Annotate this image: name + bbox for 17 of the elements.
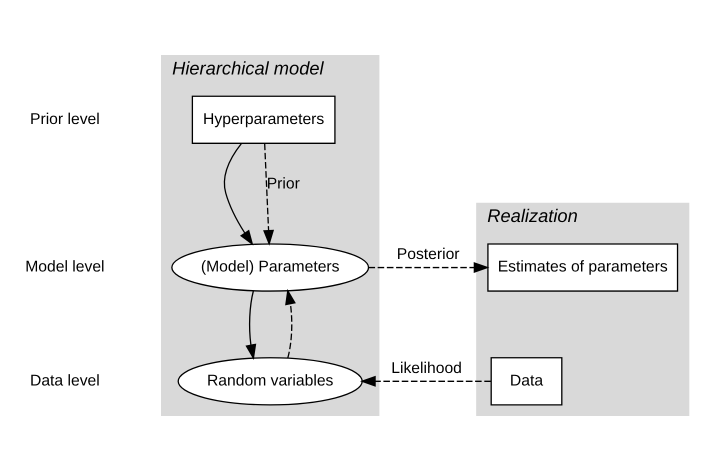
- arrow: [245, 290, 256, 360]
- edge-label: Likelihood: [391, 360, 462, 377]
- node-box: Data: [490, 357, 562, 406]
- label: Prior level: [30, 110, 100, 128]
- node-box: Hyperparameters: [192, 96, 336, 144]
- edge-label: Prior: [266, 176, 300, 193]
- arrow: [224, 142, 254, 246]
- edge-label: Posterior: [396, 246, 460, 264]
- node-ellipse: Random variables: [178, 357, 363, 406]
- node-ellipse: (Model) Parameters: [171, 243, 370, 292]
- arrow: [360, 376, 491, 387]
- arrow: [263, 144, 274, 246]
- arrow: [368, 262, 490, 274]
- label: Model level: [25, 258, 105, 276]
- label: Data level: [30, 372, 100, 390]
- arrow: [285, 288, 296, 358]
- node-box: Estimates of parameters: [487, 243, 678, 292]
